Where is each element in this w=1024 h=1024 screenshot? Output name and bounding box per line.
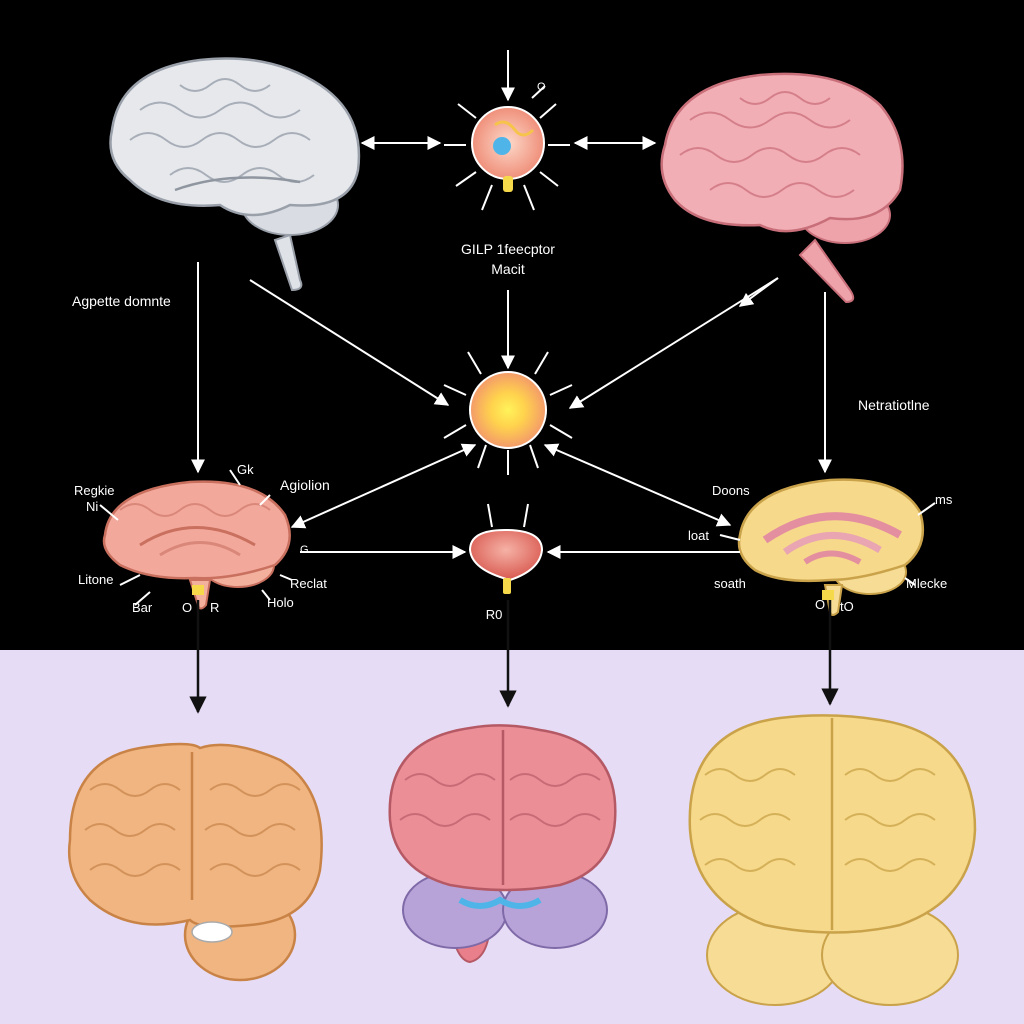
label-holo: Holo	[267, 595, 294, 610]
brain-rose-bottom-center	[388, 724, 617, 964]
label-agiolion: Agiolion	[280, 477, 330, 493]
arrow-pink-brain-back	[738, 277, 779, 307]
label-regkie: Regkie	[74, 483, 115, 498]
label-mlecke: Mlecke	[906, 576, 948, 591]
brain-pink-top-right	[660, 72, 904, 304]
label-litone: Litone	[78, 572, 114, 587]
label-center-ro: R0	[485, 607, 503, 622]
arrow-grey-brain-to-center-cell	[249, 279, 450, 406]
label-top-o: O	[537, 81, 546, 93]
label-bar: Bar	[132, 600, 153, 615]
label-left-g: G	[300, 544, 309, 556]
center-small-organ	[468, 503, 544, 594]
label-doons: Doons	[712, 483, 750, 498]
label-left-o: O	[182, 600, 193, 615]
arrow-center-cell-to-left-brain	[290, 443, 477, 529]
brain-peach-bottom-left	[68, 742, 323, 982]
label-ni: Ni	[86, 499, 99, 514]
brain-grey-top-left	[109, 57, 361, 292]
label-receptor-line1: GILP 1feecptor	[461, 241, 555, 257]
label-right-o: O	[815, 597, 826, 612]
label-gk: Gk	[237, 462, 254, 477]
label-reclat: Reclat	[290, 576, 327, 591]
label-right-to: tO	[840, 599, 854, 614]
receptor-cell-top	[444, 78, 570, 211]
brain-yellow-mid-right	[737, 478, 925, 616]
label-receptor-line2: Macit	[491, 261, 525, 277]
label-appetite: Agpette domnte	[72, 293, 171, 309]
arrow-center-cell-to-right-brain	[543, 443, 732, 527]
label-left-r: R	[210, 600, 220, 615]
label-ms: ms	[935, 492, 953, 507]
label-loat: loat	[688, 528, 709, 543]
label-netra: Netratiotlne	[858, 397, 930, 413]
brain-salmon-mid-left	[102, 480, 291, 610]
label-soath: soath	[714, 576, 746, 591]
brain-yellow-bottom-right	[688, 714, 977, 1006]
